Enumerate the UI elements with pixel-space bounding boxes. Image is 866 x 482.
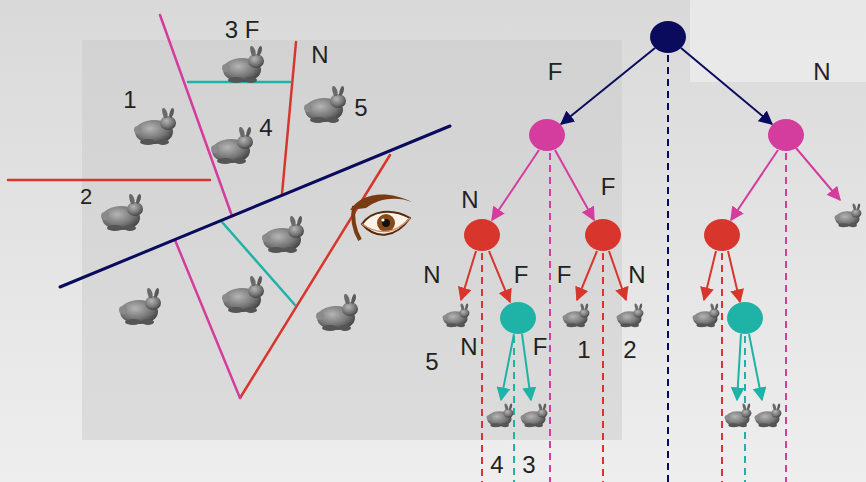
side-letter: F <box>601 175 616 199</box>
side-letter: F <box>557 263 572 287</box>
region-number: 4 <box>259 116 272 140</box>
region-number: 3 F <box>225 18 260 42</box>
leaf-number: 5 <box>425 350 438 374</box>
leaf-number: 2 <box>623 338 636 362</box>
side-letter: N <box>311 43 328 67</box>
leaf-number: 1 <box>577 338 590 362</box>
side-letter: N <box>461 188 478 212</box>
region-number: 2 <box>80 186 92 208</box>
side-letter: N <box>628 263 645 287</box>
leaf-number: 3 <box>522 453 535 477</box>
region-number: 5 <box>354 96 367 120</box>
side-letter: N <box>813 60 830 84</box>
leaf-number: 4 <box>490 453 503 477</box>
side-letter: N <box>423 263 440 287</box>
region-number: 1 <box>123 88 136 112</box>
side-letter: F <box>533 335 548 359</box>
side-letter: F <box>548 60 563 84</box>
side-letter: F <box>514 263 529 287</box>
side-letter: N <box>460 335 477 359</box>
